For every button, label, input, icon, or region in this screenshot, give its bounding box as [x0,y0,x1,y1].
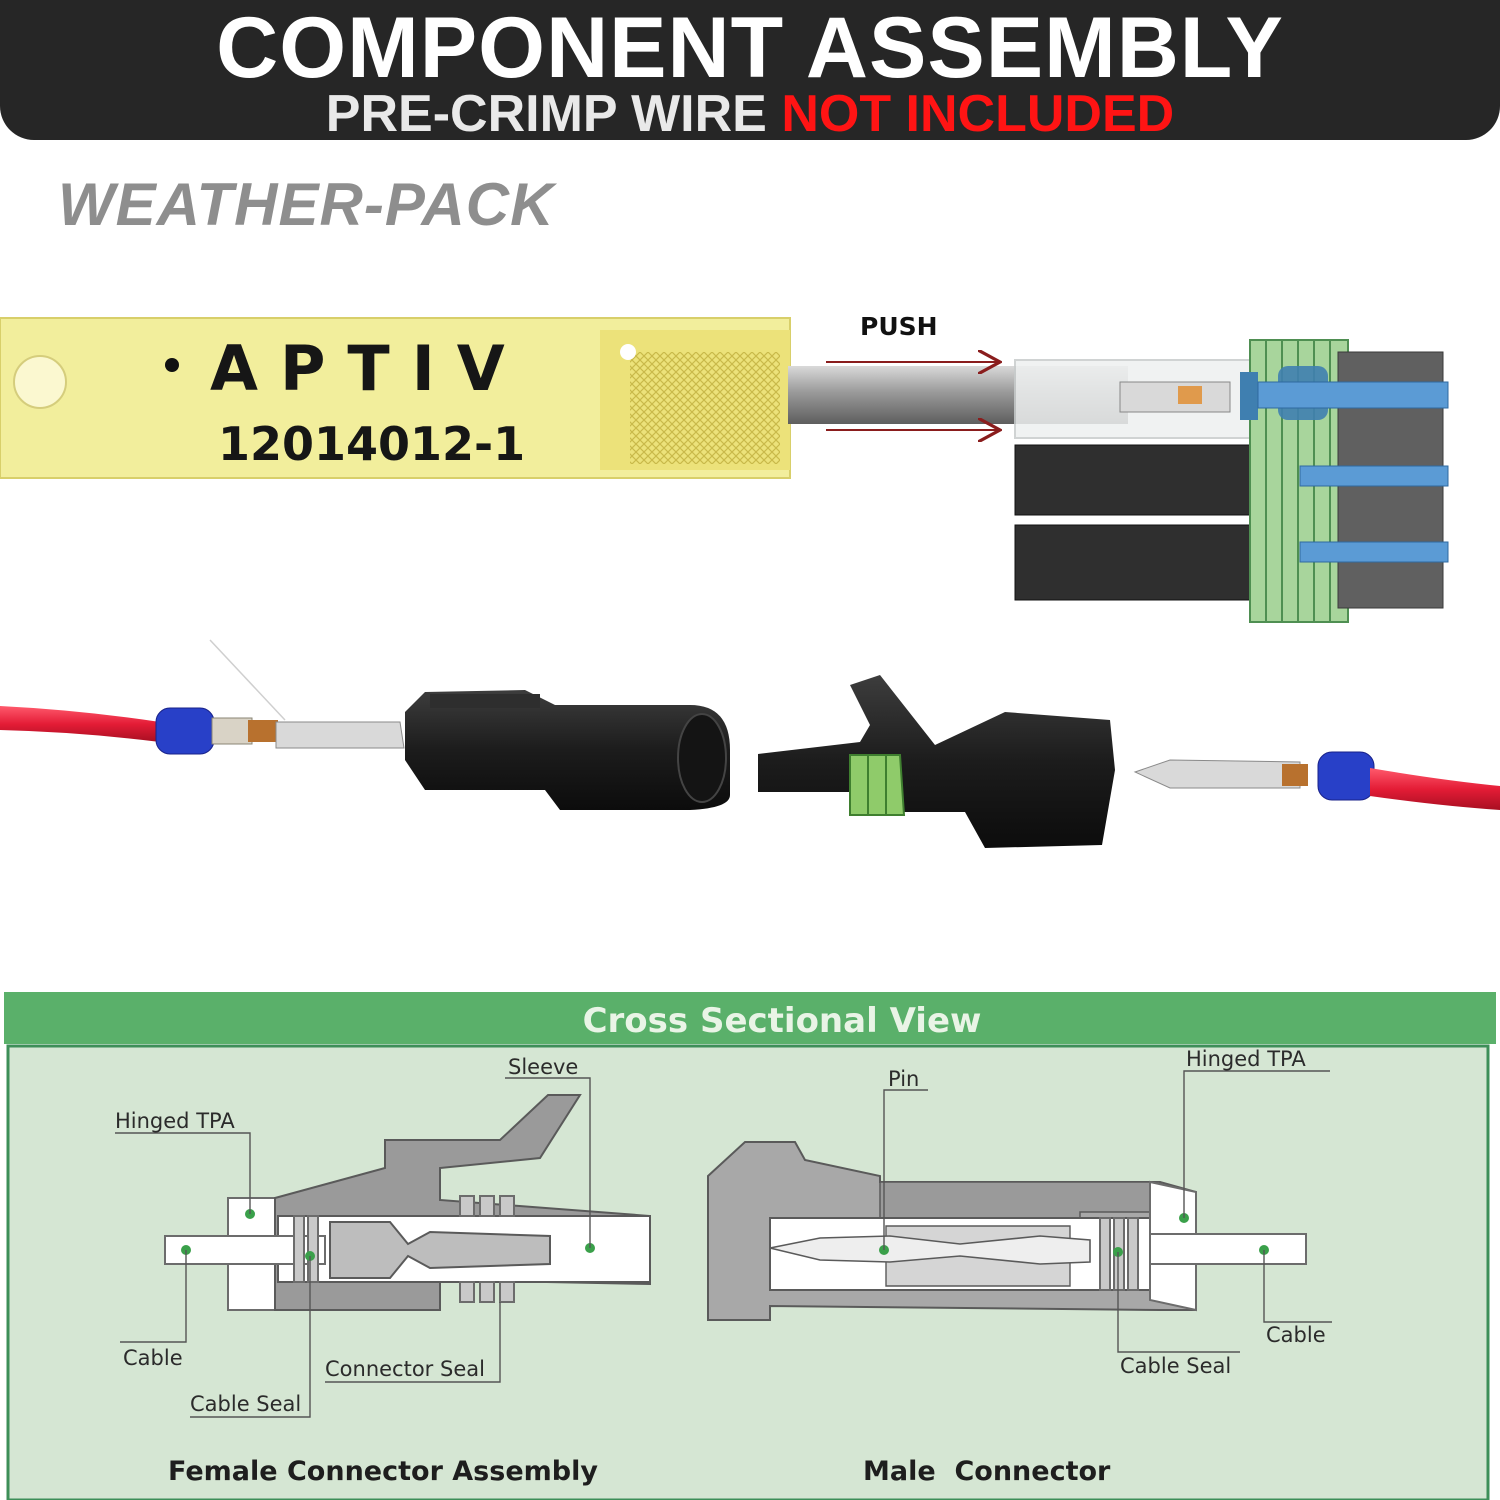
cable-seal-blue-left [155,707,215,755]
male-terminal [1133,759,1301,789]
connector-cutaway [1014,339,1449,623]
female-label-hinged-tpa: Hinged TPA [115,1109,235,1133]
cross-section-panel: Cross Sectional View [0,992,1500,1500]
push-label: PUSH [860,312,938,341]
female-cross-section: Hinged TPA Sleeve Cable Connector Seal C… [115,1055,651,1487]
subtitle-prefix: PRE-CRIMP WIRE [325,85,767,143]
male-cross-section: Pin Hinged TPA Cable Cable Seal Male Con… [707,1047,1332,1487]
female-caption: Female Connector Assembly [168,1456,598,1487]
tool-part-number: 12014012-1 [218,417,525,471]
male-label-cable-seal: Cable Seal [1120,1354,1231,1378]
male-label-pin: Pin [888,1067,919,1091]
wire-blue-2 [1299,465,1449,487]
female-label-sleeve: Sleeve [508,1055,578,1079]
panel-title: Cross Sectional View [583,1001,982,1041]
male-connector-body [758,675,1115,848]
tool-brand: APTIV [210,332,527,405]
female-terminal-assembly [0,639,405,755]
green-seal [849,754,906,816]
male-pin-shape [769,1235,1091,1265]
removal-tool: APTIV 12014012-1 [0,317,1128,479]
header-subtitle: PRE-CRIMP WIRE NOT INCLUDED [0,88,1500,140]
female-label-cable: Cable [123,1346,183,1370]
terminal-pin [1178,386,1202,404]
red-wire-left [0,706,160,742]
cable-seal-blue-right [1317,751,1375,801]
female-label-cable-seal: Cable Seal [190,1392,301,1416]
tool-hole [13,355,67,409]
female-label-connector-seal: Connector Seal [325,1357,485,1381]
male-cable-shape [1149,1233,1307,1265]
weather-pack-title: WEATHER-PACK [58,171,555,238]
wire-blue-1 [1257,381,1449,409]
female-terminal [275,721,405,749]
red-wire-right [1370,768,1500,810]
subtitle-highlight: NOT INCLUDED [781,85,1175,143]
panel-header [4,992,1496,1044]
male-label-hinged-tpa: Hinged TPA [1186,1047,1306,1071]
wire-blue-3 [1299,541,1449,563]
male-terminal-assembly [1133,751,1500,810]
header-title: COMPONENT ASSEMBLY [216,0,1284,96]
male-caption: Male Connector [863,1456,1111,1487]
header-banner: COMPONENT ASSEMBLY PRE-CRIMP WIRE NOT IN… [0,0,1500,140]
female-connector-body [405,690,730,810]
male-label-cable: Cable [1266,1323,1326,1347]
